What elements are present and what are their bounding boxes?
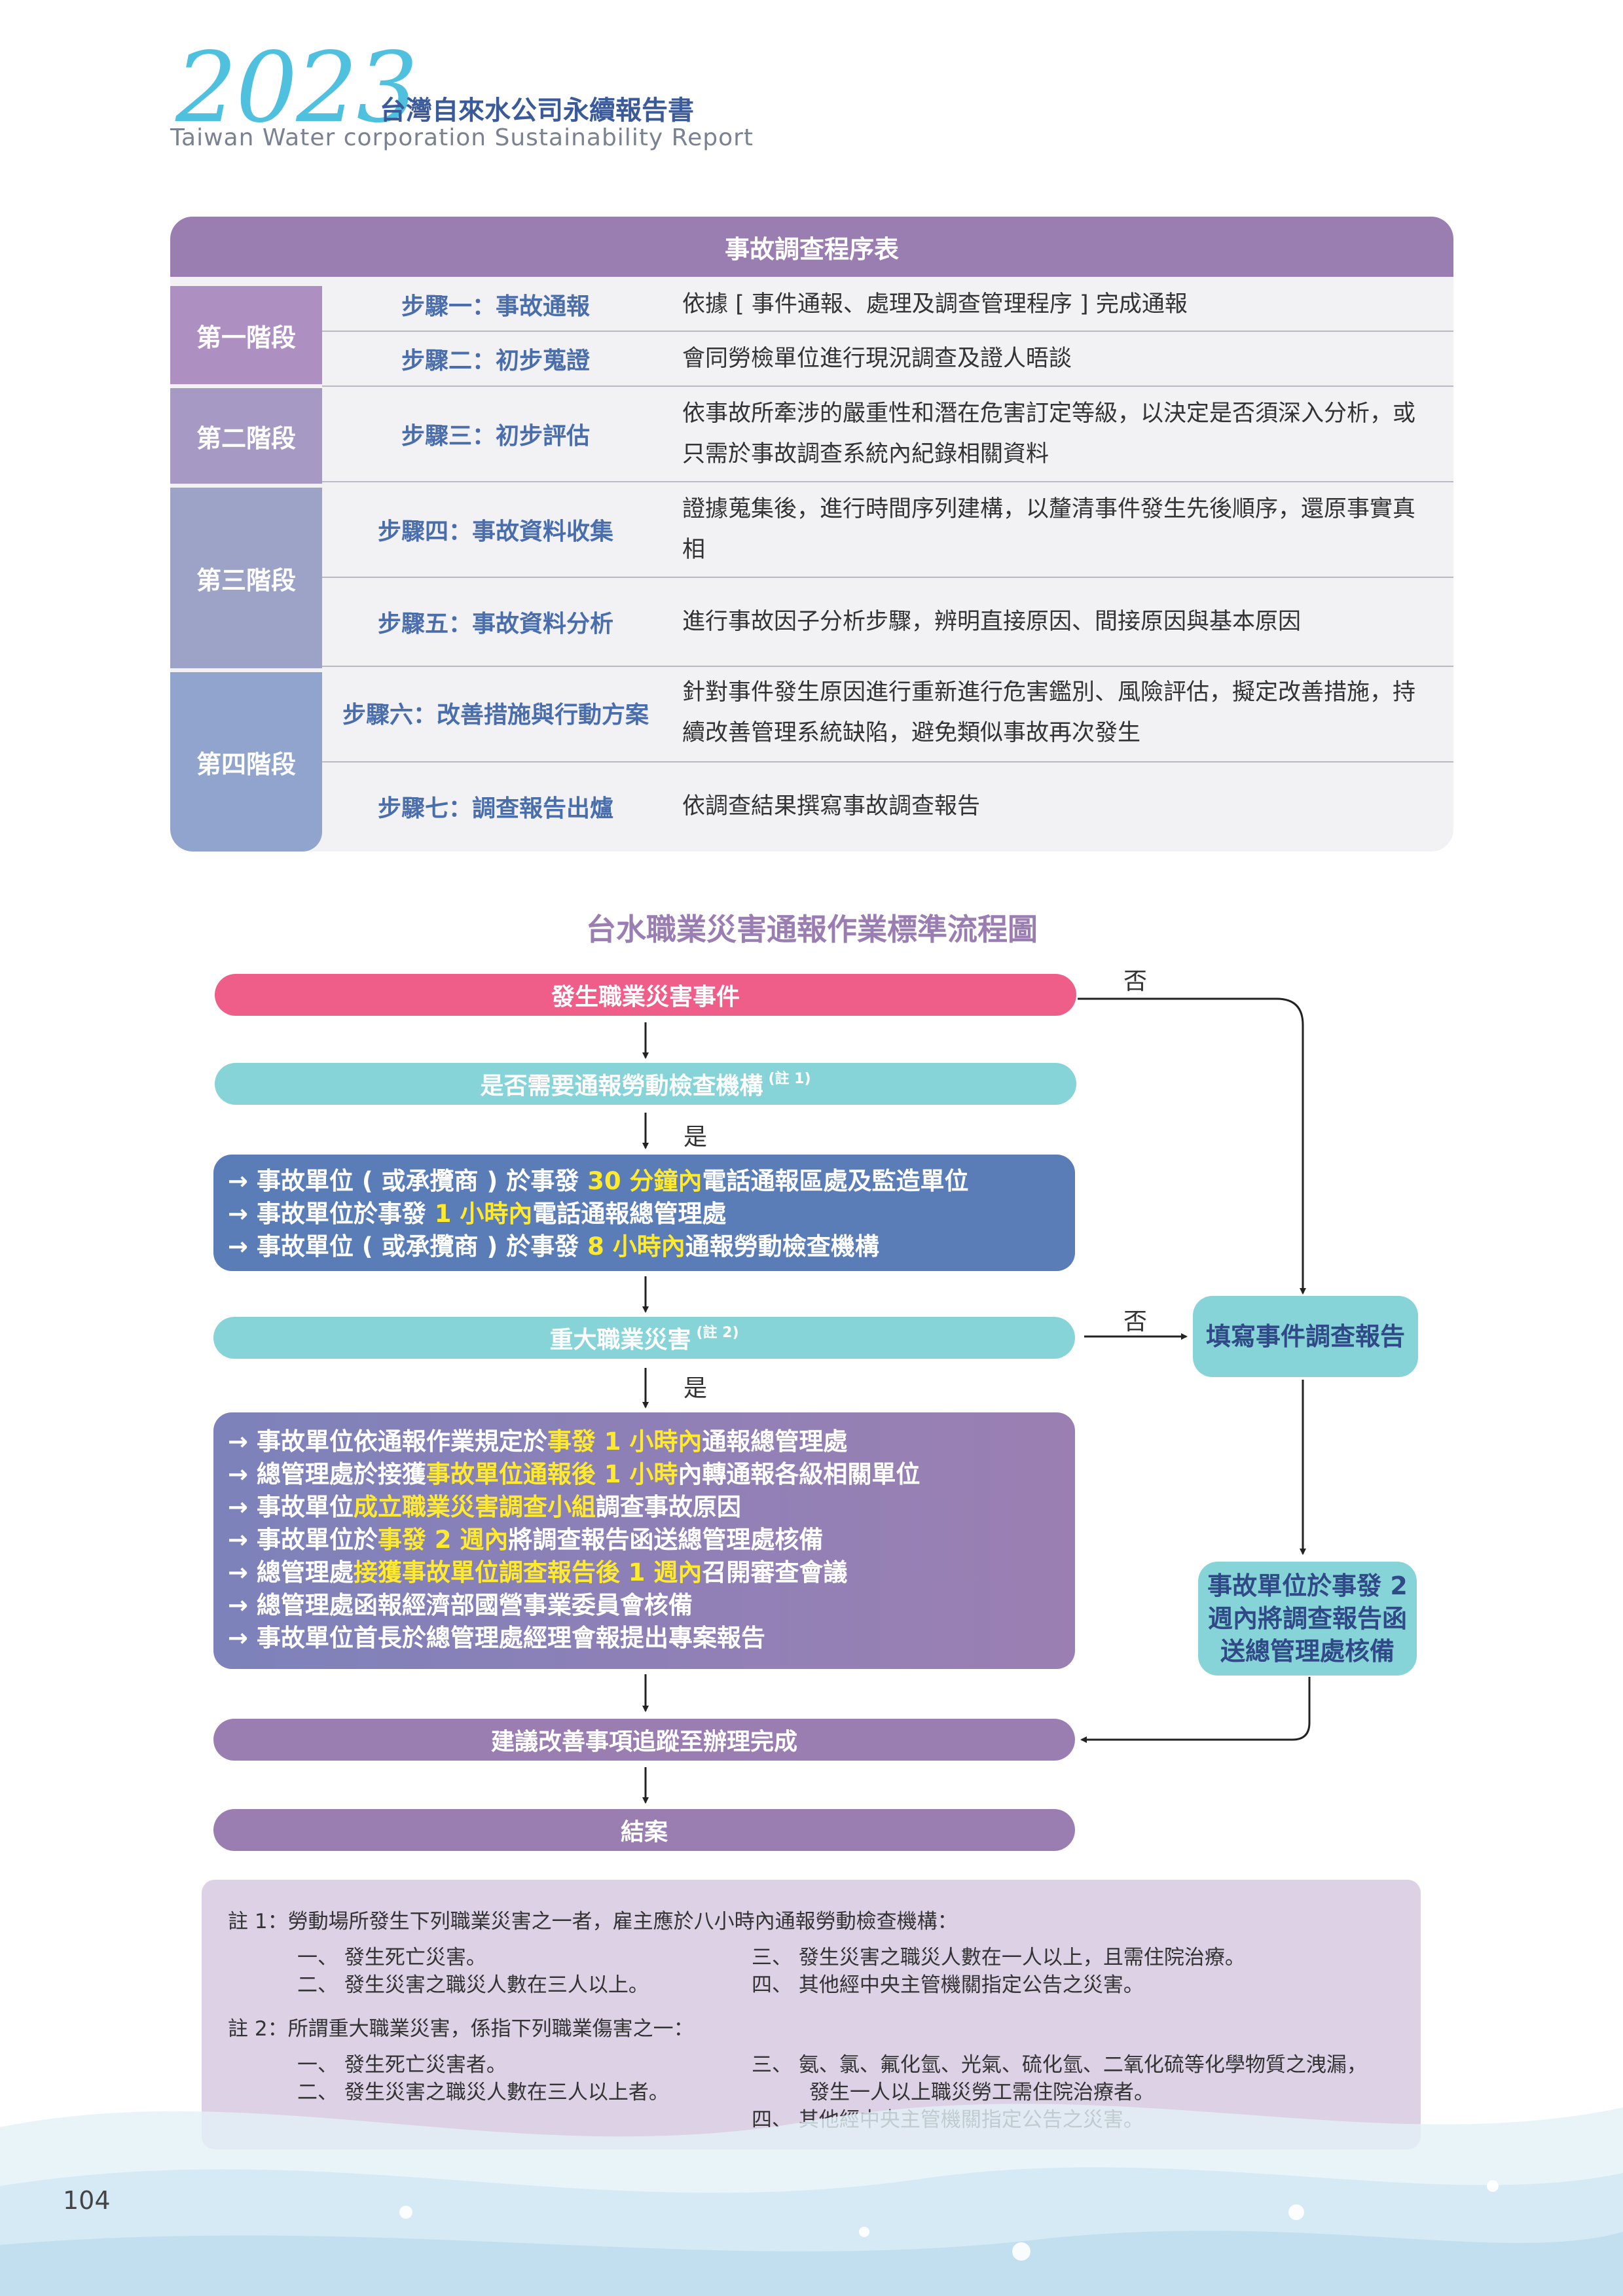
no-label: 否 [1123, 968, 1148, 995]
report-subtitle: Taiwan Water corporation Sustainability … [170, 124, 754, 151]
side-box-line: 週內將調查報告函 [1207, 1604, 1407, 1633]
step-desc: 會同勞檢單位進行現況調查及證人晤談 [682, 346, 1072, 372]
submit-report-box: 事故單位於事發 2 週內將調查報告函 送總管理處核備 [1198, 1562, 1417, 1676]
note-1-title: 註 1：勞動場所發生下列職業災害之一者，雇主應於八小時內通報勞動檢查機構： [228, 1910, 958, 1933]
notification-actions-box: → 事故單位 ( 或承攬商 ) 於事發 30 分鐘內電話通報區處及監造單位 → … [213, 1155, 1075, 1271]
decision-label: 重大職業災害 [549, 1327, 691, 1354]
step-label: 步驟一：事故通報 [401, 293, 590, 320]
step-desc: 依據 [ 事件通報、處理及調查管理程序 ] 完成通報 [682, 291, 1188, 317]
step-desc: 依調查結果撰寫事故調查報告 [682, 793, 981, 819]
side-box-line: 送總管理處核備 [1220, 1637, 1395, 1666]
step-desc: 證據蒐集後，進行時間序列建構，以釐清事件發生先後順序，還原事實真相 [682, 496, 1416, 563]
row-divider [322, 386, 1453, 387]
step-label: 步驟五：事故資料分析 [377, 611, 613, 637]
note-2-title: 註 2：所謂重大職業災害，係指下列職業傷害之一： [228, 2017, 694, 2041]
action-line: → 事故單位 ( 或承攬商 ) 於事發 8 小時內通報勞動檢查機構 [228, 1232, 879, 1261]
step-desc: 依事故所牽涉的嚴重性和潛在危害訂定等級，以決定是否須深入分析，或只需於事故調查系… [682, 401, 1416, 467]
step-label: 步驟四：事故資料收集 [377, 518, 613, 545]
stage-1: 第一階段 [170, 286, 322, 384]
action-line: → 總管理處接獲事故單位調查報告後 1 週內召開審查會議 [228, 1558, 848, 1587]
table-row: 步驟四：事故資料收集 證據蒐集後，進行時間序列建構，以釐清事件發生先後順序，還原… [322, 482, 1453, 577]
report-title: 台灣自來水公司永續報告書 [380, 96, 694, 126]
note-item: 一、 發生死亡災害。 [297, 1946, 486, 1969]
table-row: 步驟五：事故資料分析 進行事故因子分析步驟，辨明直接原因、間接原因與基本原因 [322, 578, 1453, 666]
action-line: → 事故單位成立職業災害調查小組調查事故原因 [228, 1493, 741, 1521]
note-item: 三、 發生災害之職災人數在一人以上，且需住院治療。 [752, 1946, 1245, 1969]
flowchart-title: 台水職業災害通報作業標準流程圖 [586, 912, 1038, 947]
step-label: 步驟二：初步蒐證 [401, 348, 590, 374]
yes-label: 是 [684, 1124, 708, 1151]
side-box-line: 事故單位於事發 2 [1207, 1571, 1408, 1600]
case-closed-box: 結案 [213, 1809, 1075, 1851]
note-ref: (註 2) [696, 1325, 739, 1341]
notes-box: 註 1：勞動場所發生下列職業災害之一者，雇主應於八小時內通報勞動檢查機構： 一、… [202, 1880, 1421, 2149]
step-label: 步驟七：調查報告出爐 [377, 795, 613, 822]
step-label: 步驟六：改善措施與行動方案 [342, 702, 649, 728]
note-item: 發生一人以上職災勞工需住院治療者。 [809, 2081, 1154, 2104]
arrow-no-branch [1078, 997, 1306, 1295]
table-row: 步驟二：初步蒐證 會同勞檢單位進行現況調查及證人晤談 [322, 332, 1453, 386]
action-line: → 事故單位 ( 或承攬商 ) 於事發 30 分鐘內電話通報區處及監造單位 [228, 1167, 969, 1195]
row-divider [322, 481, 1453, 482]
step-label: 步驟三：初步評估 [401, 423, 590, 450]
table-row: 步驟六：改善措施與行動方案 針對事件發生原因進行重新進行危害鑑別、風險評估，擬定… [322, 667, 1453, 759]
row-divider [322, 331, 1453, 332]
note-item: 三、 氨、氯、氟化氫、光氣、硫化氫、二氧化硫等化學物質之洩漏， [752, 2053, 1367, 2077]
table-row: 步驟七：調查報告出爐 依調查結果撰寫事故調查報告 [322, 762, 1453, 850]
action-line: → 事故單位於事發 1 小時內電話通報總管理處 [228, 1200, 727, 1228]
yes-label: 是 [684, 1375, 708, 1402]
procedure-table: 事故調查程序表 第一階段 第二階段 第三階段 第四階段 步驟一：事故通報 依據 … [170, 217, 1453, 852]
action-line: → 總管理處於接獲事故單位通報後 1 小時內轉通報各級相關單位 [228, 1460, 921, 1488]
step-desc: 進行事故因子分析步驟，辨明直接原因、間接原因與基本原因 [682, 609, 1302, 635]
major-disaster-actions-box: → 事故單位依通報作業規定於事發 1 小時內通報總管理處 → 總管理處於接獲事故… [213, 1412, 1075, 1669]
row-divider [322, 577, 1453, 578]
stage-3: 第三階段 [170, 488, 322, 668]
stage-4: 第四階段 [170, 672, 322, 852]
followup-box: 建議改善事項追蹤至辦理完成 [213, 1719, 1075, 1761]
action-line: → 事故單位首長於總管理處經理會報提出專案報告 [228, 1624, 765, 1652]
report-year: 2023 [175, 31, 418, 144]
fill-incident-report-box: 填寫事件調查報告 [1193, 1296, 1418, 1377]
step-desc: 針對事件發生原因進行重新進行危害鑑別、風險評估，擬定改善措施，持續改善管理系統缺… [682, 679, 1416, 746]
row-divider [322, 666, 1453, 667]
decision-major-occupational-disaster: 重大職業災害 (註 2) [213, 1317, 1075, 1359]
note-item: 一、 發生死亡災害者。 [297, 2053, 507, 2077]
page-number: 104 [63, 2186, 111, 2215]
table-row: 步驟一：事故通報 依據 [ 事件通報、處理及調查管理程序 ] 完成通報 [322, 277, 1453, 332]
row-divider [322, 761, 1453, 762]
stage-2: 第二階段 [170, 388, 322, 484]
note-item: 二、 發生災害之職災人數在三人以上者。 [297, 2081, 669, 2104]
note-item: 二、 發生災害之職災人數在三人以上。 [297, 1973, 649, 1997]
wave-decoration [0, 2104, 1623, 2296]
decision-label: 是否需要通報勞動檢查機構 [480, 1073, 763, 1100]
arrow-return [1080, 1677, 1311, 1743]
note-item: 四、 其他經中央主管機關指定公告之災害。 [752, 1973, 1144, 1997]
table-title: 事故調查程序表 [170, 217, 1453, 277]
note-ref: (註 1) [768, 1071, 811, 1087]
action-line: → 總管理處函報經濟部國營事業委員會核備 [228, 1591, 693, 1619]
decision-notify-labor-inspection: 是否需要通報勞動檢查機構 (註 1) [215, 1063, 1076, 1105]
table-row: 步驟三：初步評估 依事故所牽涉的嚴重性和潛在危害訂定等級，以決定是否須深入分析，… [322, 387, 1453, 481]
no-label: 否 [1123, 1308, 1148, 1335]
action-line: → 事故單位依通報作業規定於事發 1 小時內通報總管理處 [228, 1427, 848, 1456]
start-event: 發生職業災害事件 [215, 974, 1076, 1016]
action-line: → 事故單位於事發 2 週內將調查報告函送總管理處核備 [228, 1526, 824, 1554]
